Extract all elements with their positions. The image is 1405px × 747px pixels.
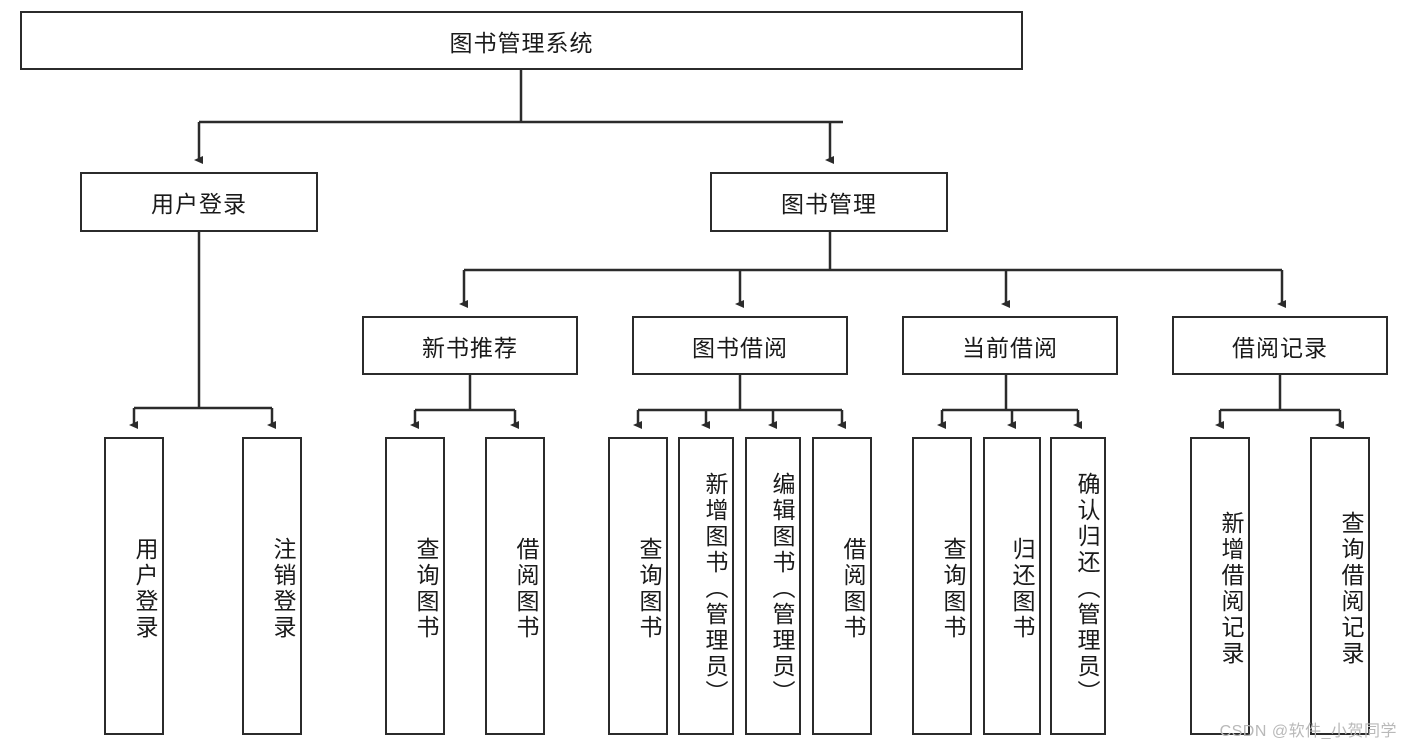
node-book-management[interactable]: 图书管理 (710, 172, 948, 232)
node-leaf-edit-book-label: 编辑图书（管理员） (769, 472, 795, 706)
node-leaf-return-book[interactable]: 归还图书 (983, 437, 1041, 735)
node-leaf-query-book-current[interactable]: 查询图书 (912, 437, 972, 735)
node-leaf-borrow-book-label: 借阅图书 (840, 537, 866, 641)
node-leaf-query-book-borrow[interactable]: 查询图书 (608, 437, 668, 735)
node-leaf-user-login-label: 用户登录 (132, 537, 158, 641)
node-leaf-query-borrow-record[interactable]: 查询借阅记录 (1310, 437, 1370, 735)
node-current-borrow[interactable]: 当前借阅 (902, 316, 1118, 375)
node-book-borrow-label: 图书借阅 (692, 334, 788, 361)
node-user-login-label: 用户登录 (151, 191, 247, 217)
node-root-label: 图书管理系统 (449, 29, 594, 56)
node-leaf-return-book-label: 归还图书 (1009, 537, 1035, 641)
node-leaf-user-login[interactable]: 用户登录 (104, 437, 164, 735)
node-borrow-record-label: 借阅记录 (1232, 334, 1328, 361)
node-leaf-borrow-book-recommend-label: 借阅图书 (513, 537, 539, 641)
node-leaf-add-borrow-record[interactable]: 新增借阅记录 (1190, 437, 1250, 735)
node-root[interactable]: 图书管理系统 (20, 11, 1023, 70)
node-user-login[interactable]: 用户登录 (80, 172, 318, 232)
node-new-book-recommend-label: 新书推荐 (422, 334, 518, 361)
node-current-borrow-label: 当前借阅 (962, 334, 1058, 361)
node-leaf-borrow-book-recommend[interactable]: 借阅图书 (485, 437, 545, 735)
node-leaf-borrow-book[interactable]: 借阅图书 (812, 437, 872, 735)
node-borrow-record[interactable]: 借阅记录 (1172, 316, 1388, 375)
node-leaf-query-book-current-label: 查询图书 (940, 537, 966, 641)
node-leaf-add-book-label: 新增图书（管理员） (702, 472, 728, 706)
node-leaf-add-borrow-record-label: 新增借阅记录 (1218, 511, 1244, 667)
node-leaf-add-book[interactable]: 新增图书（管理员） (678, 437, 734, 735)
node-leaf-logout-label: 注销登录 (270, 537, 296, 641)
node-leaf-confirm-return[interactable]: 确认归还（管理员） (1050, 437, 1106, 735)
node-leaf-query-book-borrow-label: 查询图书 (636, 537, 662, 641)
node-new-book-recommend[interactable]: 新书推荐 (362, 316, 578, 375)
node-book-borrow[interactable]: 图书借阅 (632, 316, 848, 375)
node-leaf-query-borrow-record-label: 查询借阅记录 (1338, 511, 1364, 667)
node-leaf-query-book-recommend-label: 查询图书 (413, 537, 439, 641)
node-leaf-edit-book[interactable]: 编辑图书（管理员） (745, 437, 801, 735)
node-book-management-label: 图书管理 (781, 191, 877, 217)
node-leaf-logout[interactable]: 注销登录 (242, 437, 302, 735)
node-leaf-confirm-return-label: 确认归还（管理员） (1074, 472, 1100, 706)
watermark-text: CSDN @软件_小贺同学 (1219, 723, 1397, 740)
node-leaf-query-book-recommend[interactable]: 查询图书 (385, 437, 445, 735)
